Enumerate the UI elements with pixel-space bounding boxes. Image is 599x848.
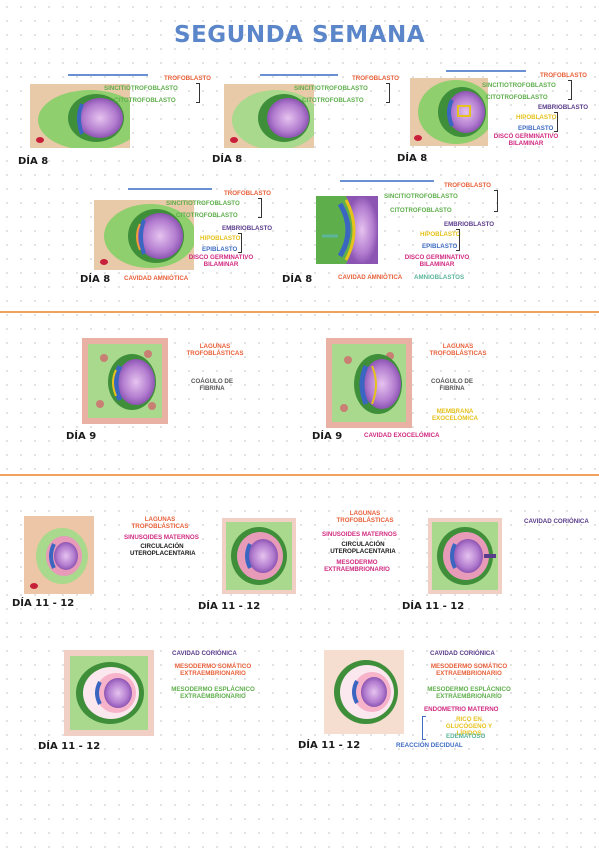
embryo-illustration: [64, 650, 154, 736]
label-coagulo-fibrina: COÁGULO DE FIBRINA: [191, 378, 233, 392]
label-sincitiotrofoblasto: SINCITIOTROFOBLASTO: [482, 82, 556, 89]
label-trofoblasto: TROFOBLASTO: [540, 72, 587, 79]
label-sincitiotrofoblasto: SINCITIOTROFOBLASTO: [104, 85, 178, 92]
label-mesodermo-esplacnico: MESODERMO ESPLÁCNICO EXTRAEMBRIONARIO: [427, 686, 511, 700]
embryo-illustration: [82, 338, 168, 424]
embryo-illustration: [94, 196, 194, 270]
day-label: DÍA 11 - 12: [12, 598, 75, 609]
day-label: DÍA 11 - 12: [38, 741, 101, 752]
bracket: [422, 716, 426, 740]
label-citotrofoblasto: CITOTROFOBLASTO: [302, 97, 364, 104]
label-embrioblasto: EMBRIOBLASTO: [444, 221, 495, 228]
bracket: [238, 233, 242, 253]
embryo-illustration: [224, 80, 314, 148]
bracket: [196, 83, 200, 103]
label-mesodermo-esplacnico: MESODERMO ESPLÁCNICO EXTRAEMBRIONARIO: [171, 686, 255, 700]
label-trofoblasto: TROFOBLASTO: [164, 75, 211, 82]
day-label: DÍA 11 - 12: [198, 601, 261, 612]
label-citotrofoblasto: CITOTROFOBLASTO: [486, 94, 548, 101]
label-cavidad-amniotica: CAVIDAD AMNIÓTICA: [338, 274, 403, 281]
label-mesodermo-somatico: MESODERMO SOMÁTICO EXTRAEMBRIONARIO: [430, 663, 508, 677]
label-lagunas-trofoblasticas: LAGUNAS TROFOBLÁSTICAS: [186, 343, 244, 357]
day-label: DÍA 8: [18, 156, 49, 167]
label-circulacion-uteroplacentaria: CIRCULACIÓN UTEROPLACENTARIA: [330, 541, 396, 555]
title-bar: [128, 188, 212, 190]
embryo-illustration: [24, 516, 94, 594]
label-hipoblasto: HIPOBLASTO: [200, 235, 241, 242]
title-bar: [260, 74, 338, 76]
label-epiblasto: EPIBLASTO: [518, 125, 554, 132]
label-endometrio-materno: ENDOMETRIO MATERNO: [424, 706, 499, 713]
label-hipoblasto: HIPOBLASTO: [420, 231, 461, 238]
label-cavidad-corionica: CAVIDAD CORIÓNICA: [430, 650, 495, 657]
label-sinusoides-maternos: SINUSOIDES MATERNOS: [124, 534, 199, 541]
day-label: DÍA 11 - 12: [402, 601, 465, 612]
page-title: SEGUNDA SEMANA: [174, 22, 425, 48]
day-label: DÍA 11 - 12: [298, 740, 361, 751]
bracket: [258, 198, 262, 218]
label-disco-germinativo: DISCO GERMINATIVO BILAMINAR: [188, 254, 254, 268]
label-embrioblasto: EMBRIOBLASTO: [222, 225, 273, 232]
bracket: [494, 190, 498, 212]
embryo-illustration: [326, 338, 412, 428]
day-label: DÍA 9: [312, 431, 343, 442]
label-citotrofoblasto: CITOTROFOBLASTO: [114, 97, 176, 104]
embryo-illustration: [324, 650, 404, 734]
label-cavidad-amniotica: CAVIDAD AMNIÓTICA: [124, 275, 189, 282]
day-label: DÍA 8: [80, 274, 111, 285]
bracket: [386, 83, 390, 103]
label-edematoso: EDEMATOSO: [446, 733, 486, 740]
title-bar: [68, 74, 148, 76]
label-epiblasto: EPIBLASTO: [202, 246, 238, 253]
embryo-illustration: [410, 76, 488, 146]
bracket: [568, 80, 572, 100]
label-cavidad-corionica: CAVIDAD CORIÓNICA: [524, 518, 589, 525]
label-reaccion-decidual: REACCIÓN DECIDUAL: [396, 742, 463, 749]
day-label: DÍA 9: [66, 431, 97, 442]
label-sinusoides-maternos: SINUSOIDES MATERNOS: [322, 531, 397, 538]
embryo-illustration: [316, 196, 378, 264]
label-rico-glucogeno: RICO EN GLUCÓGENO Y LÍPIDOS: [445, 716, 493, 737]
section-divider: [0, 474, 599, 476]
section-divider: [0, 311, 599, 313]
label-citotrofoblasto: CITOTROFOBLASTO: [390, 207, 452, 214]
day-label: DÍA 8: [212, 154, 243, 165]
label-lagunas-trofoblasticas: LAGUNAS TROFOBLÁSTICAS: [131, 516, 189, 530]
title-bar: [446, 70, 526, 72]
label-hipoblasto: HIPOBLASTO: [516, 114, 557, 121]
label-coagulo-fibrina: COÁGULO DE FIBRINA: [431, 378, 473, 392]
label-cavidad-exocelomica: CAVIDAD EXOCELÓMICA: [364, 432, 440, 439]
label-disco-germinativo: DISCO GERMINATIVO BILAMINAR: [404, 254, 470, 268]
bracket: [554, 112, 558, 132]
label-embrioblasto: EMBRIOBLASTO: [538, 104, 589, 111]
label-sincitiotrofoblasto: SINCITIOTROFOBLASTO: [384, 193, 458, 200]
label-trofoblasto: TROFOBLASTO: [224, 190, 271, 197]
title-bar: [340, 180, 434, 182]
label-sincitiotrofoblasto: SINCITIOTROFOBLASTO: [294, 85, 368, 92]
label-lagunas-trofoblasticas: LAGUNAS TROFOBLÁSTICAS: [429, 343, 487, 357]
embryo-illustration: [428, 518, 502, 594]
label-epiblasto: EPIBLASTO: [422, 243, 458, 250]
label-trofoblasto: TROFOBLASTO: [444, 182, 491, 189]
label-citotrofoblasto: CITOTROFOBLASTO: [176, 212, 238, 219]
label-mesodermo-somatico: MESODERMO SOMÁTICO EXTRAEMBRIONARIO: [174, 663, 252, 677]
label-circulacion-uteroplacentaria: CIRCULACIÓN UTEROPLACENTARIA: [130, 543, 196, 557]
label-membrana-exocelomica: MEMBRANA EXOCELÓMICA: [431, 408, 479, 422]
embryo-illustration: [222, 518, 296, 594]
label-sincitiotrofoblasto: SINCITIOTROFOBLASTO: [166, 200, 240, 207]
embryo-illustration: [30, 78, 130, 148]
label-lagunas-trofoblasticas: LAGUNAS TROFOBLÁSTICAS: [336, 510, 394, 524]
day-label: DÍA 8: [397, 153, 428, 164]
label-disco-germinativo: DISCO GERMINATIVO BILAMINAR: [493, 133, 559, 147]
label-mesodermo-extraembrionario: MESODERMO EXTRAEMBRIONARIO: [324, 559, 390, 573]
day-label: DÍA 8: [282, 274, 313, 285]
label-trofoblasto: TROFOBLASTO: [352, 75, 399, 82]
bracket: [456, 229, 460, 251]
label-cavidad-corionica: CAVIDAD CORIÓNICA: [172, 650, 237, 657]
label-amnioblastos: AMNIOBLASTOS: [414, 274, 465, 281]
